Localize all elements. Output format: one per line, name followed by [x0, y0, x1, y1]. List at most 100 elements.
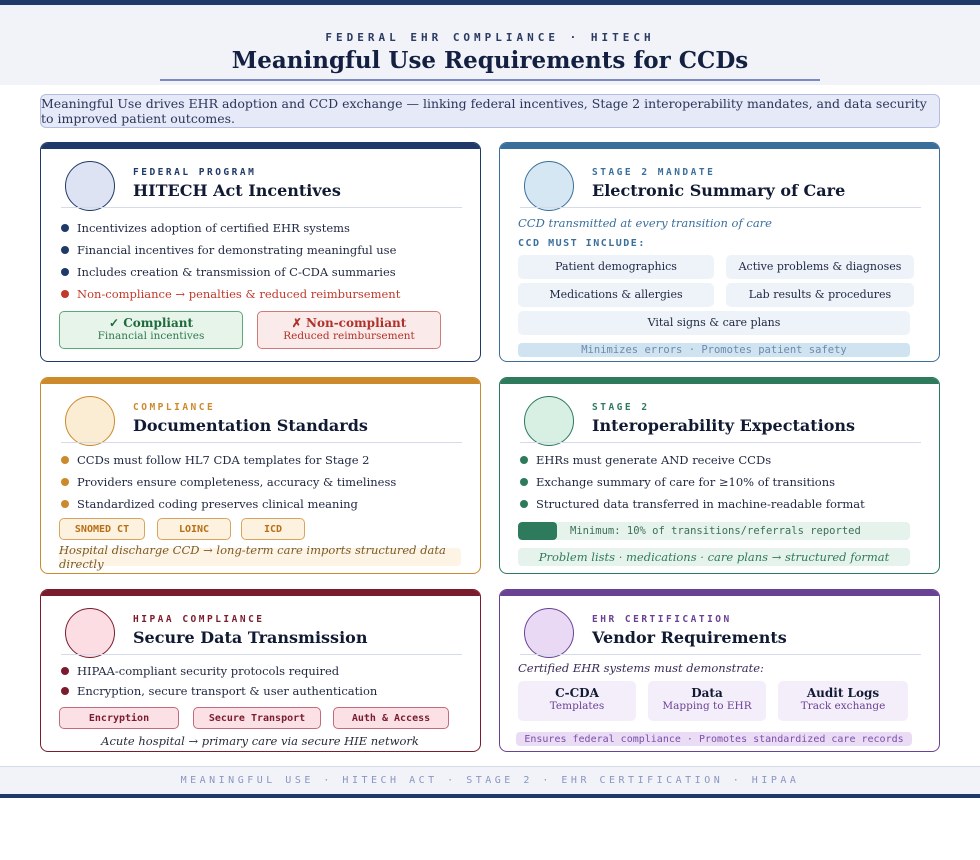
vendor-box-subtitle: Track exchange: [800, 700, 886, 712]
list-item: CCDs must follow HL7 CDA templates for S…: [61, 449, 468, 471]
bullet-text: CCDs must follow HL7 CDA templates for S…: [77, 453, 370, 467]
bullet-text: Includes creation & transmission of C-CD…: [77, 265, 396, 279]
list-item: HIPAA-compliant security protocols requi…: [61, 661, 468, 681]
card-divider: [61, 654, 462, 655]
bullet-dot-icon: [520, 456, 528, 464]
coding-tag-loinc: LOINC: [157, 518, 231, 540]
card-title: Secure Data Transmission: [133, 628, 368, 647]
card-vendor-requirements: EHR CERTIFICATION Vendor Requirements Ce…: [499, 589, 940, 752]
discharge-example-note: Hospital discharge CCD → long-term care …: [59, 543, 461, 571]
card-title: HITECH Act Incentives: [133, 181, 341, 200]
list-item: Providers ensure completeness, accuracy …: [61, 471, 468, 493]
vendor-box-title: Data: [691, 686, 723, 700]
bullet-text: Structured data transferred in machine-r…: [536, 497, 865, 511]
card-title: Vendor Requirements: [592, 628, 787, 647]
ccd-item: Lab results & procedures: [726, 283, 914, 307]
bullet-text: Financial incentives for demonstrating m…: [77, 243, 397, 257]
page-footer: MEANINGFUL USE · HITECH ACT · STAGE 2 · …: [0, 766, 980, 794]
vendor-box-subtitle: Templates: [549, 700, 605, 712]
bullet-dot-icon: [520, 500, 528, 508]
page-title: Meaningful Use Requirements for CCDs: [231, 47, 749, 74]
ccd-item: Vital signs & care plans: [518, 311, 910, 335]
card-emblem-icon: [524, 396, 574, 446]
compliant-badge: ✓ Compliant Financial incentives: [59, 311, 243, 349]
hie-route-note: Acute hospital → primary care via secure…: [101, 734, 419, 748]
card-secure-transmission: HIPAA COMPLIANCE Secure Data Transmissio…: [40, 589, 481, 752]
list-item: Standardized coding preserves clinical m…: [61, 493, 468, 515]
bullet-text: Standardized coding preserves clinical m…: [77, 497, 358, 511]
structured-format-note: Problem lists · medications · care plans…: [518, 548, 910, 566]
noncompliant-title: ✗ Non-compliant: [291, 316, 407, 330]
list-item: Incentivizes adoption of certified EHR s…: [61, 217, 468, 239]
card-emblem-icon: [65, 396, 115, 446]
card-interoperability: STAGE 2 Interoperability Expectations EH…: [499, 377, 940, 574]
top-accent-bar: [0, 0, 980, 5]
card-eyebrow: HIPAA COMPLIANCE: [133, 614, 265, 625]
vendor-box-title: Audit Logs: [806, 686, 880, 700]
card-divider: [520, 654, 921, 655]
bullet-list: HIPAA-compliant security protocols requi…: [61, 661, 468, 701]
ccd-item: Patient demographics: [518, 255, 714, 279]
intro-banner: Meaningful Use drives EHR adoption and C…: [40, 94, 940, 128]
card-documentation-standards: COMPLIANCE Documentation Standards CCDs …: [40, 377, 481, 574]
bullet-dot-icon: [61, 456, 69, 464]
safety-footer-strip: Minimizes errors · Promotes patient safe…: [518, 343, 910, 357]
ccd-item: Active problems & diagnoses: [726, 255, 914, 279]
compliant-title: ✓ Compliant: [108, 316, 194, 330]
bullet-dot-icon: [61, 500, 69, 508]
card-cap: [500, 143, 939, 149]
card-eyebrow: COMPLIANCE: [133, 402, 216, 413]
bullet-dot-icon: [61, 667, 69, 675]
card-emblem-icon: [524, 608, 574, 658]
security-tag-auth: Auth & Access: [333, 707, 449, 729]
noncompliant-badge: ✗ Non-compliant Reduced reimbursement: [257, 311, 441, 349]
bullet-text: HIPAA-compliant security protocols requi…: [77, 664, 340, 678]
card-cap: [41, 143, 480, 149]
header-kicker: FEDERAL EHR COMPLIANCE · HITECH: [325, 31, 655, 44]
bullet-list: Incentivizes adoption of certified EHR s…: [61, 217, 468, 305]
card-divider: [520, 442, 921, 443]
minimum-progress-label: Minimum: 10% of transitions/referrals re…: [570, 525, 861, 537]
list-item: Non-compliance → penalties & reduced rei…: [61, 283, 468, 305]
card-emblem-icon: [524, 161, 574, 211]
bullet-dot-icon: [520, 478, 528, 486]
bullet-list: EHRs must generate AND receive CCDs Exch…: [520, 449, 927, 515]
card-eyebrow: STAGE 2 MANDATE: [592, 167, 716, 178]
bullet-dot-icon: [61, 478, 69, 486]
bullet-dot-icon: [61, 246, 69, 254]
card-title: Documentation Standards: [133, 416, 368, 435]
noncompliant-subtitle: Reduced reimbursement: [283, 330, 415, 342]
bullet-text: Incentivizes adoption of certified EHR s…: [77, 221, 350, 235]
bullet-list: CCDs must follow HL7 CDA templates for S…: [61, 449, 468, 515]
list-item: Structured data transferred in machine-r…: [520, 493, 927, 515]
vendor-intro-note: Certified EHR systems must demonstrate:: [518, 661, 764, 675]
coding-tag-snomed: SNOMED CT: [59, 518, 145, 540]
card-emblem-icon: [65, 161, 115, 211]
card-eyebrow: EHR CERTIFICATION: [592, 614, 732, 625]
compliant-subtitle: Financial incentives: [97, 330, 205, 342]
vendor-box-audit-logs: Audit Logs Track exchange: [778, 681, 908, 721]
card-eyebrow: FEDERAL PROGRAM: [133, 167, 257, 178]
bullet-dot-icon: [61, 290, 69, 298]
bullet-text: Encryption, secure transport & user auth…: [77, 684, 378, 698]
minimum-progress-fill: [518, 522, 557, 540]
bullet-dot-icon: [61, 224, 69, 232]
must-include-label: CCD MUST INCLUDE:: [518, 238, 646, 249]
title-underline: [160, 79, 820, 81]
card-eyebrow: STAGE 2: [592, 402, 650, 413]
vendor-box-subtitle: Mapping to EHR: [662, 700, 752, 712]
bullet-text: Providers ensure completeness, accuracy …: [77, 475, 397, 489]
transition-note: CCD transmitted at every transition of c…: [518, 216, 772, 230]
list-item: Exchange summary of care for ≥10% of tra…: [520, 471, 927, 493]
vendor-box-data: Data Mapping to EHR: [648, 681, 766, 721]
card-divider: [61, 207, 462, 208]
vendor-footer-strip: Ensures federal compliance · Promotes st…: [516, 732, 912, 746]
list-item: Financial incentives for demonstrating m…: [61, 239, 468, 261]
card-cap: [41, 590, 480, 596]
page-header: FEDERAL EHR COMPLIANCE · HITECH Meaningf…: [0, 5, 980, 85]
coding-tag-icd: ICD: [241, 518, 305, 540]
vendor-box-ccda: C-CDA Templates: [518, 681, 636, 721]
card-hitech-incentives: FEDERAL PROGRAM HITECH Act Incentives In…: [40, 142, 481, 362]
card-cap: [500, 378, 939, 384]
security-tag-encryption: Encryption: [59, 707, 179, 729]
